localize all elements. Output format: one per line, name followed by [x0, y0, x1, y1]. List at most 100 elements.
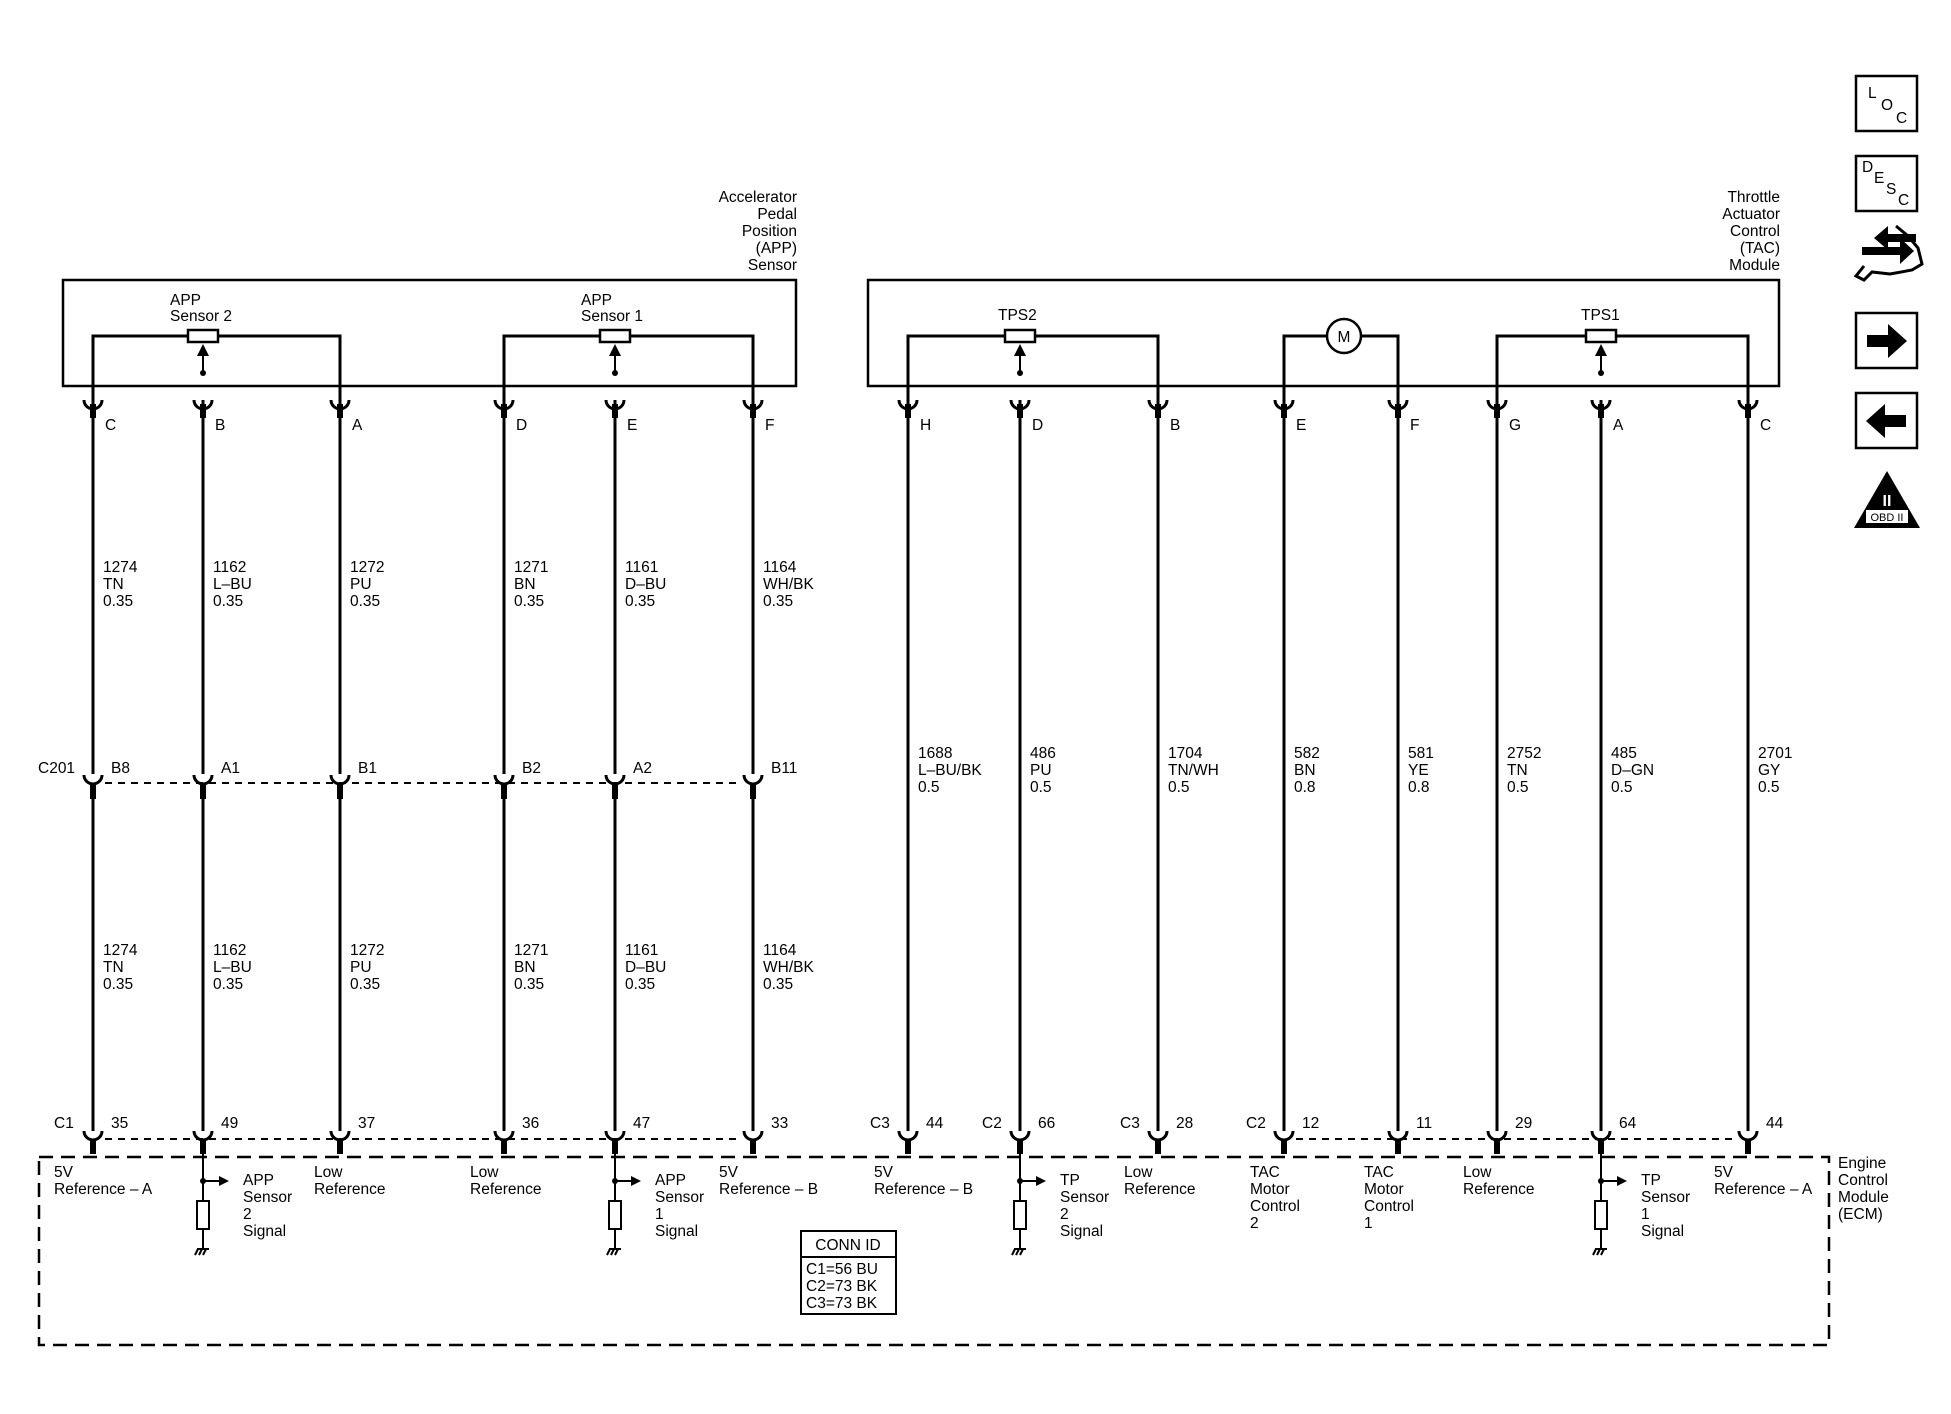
wire-spec-lower: 1272	[350, 942, 384, 959]
previous-page-icon[interactable]	[1854, 391, 1919, 450]
connector-socket	[192, 1130, 214, 1142]
ecm-function-label: Sensor	[1060, 1189, 1109, 1206]
connector-socket	[1486, 1130, 1508, 1142]
wire-spec: BN	[1294, 762, 1316, 779]
connector-socket	[192, 774, 214, 786]
svg-text:C: C	[1896, 110, 1907, 127]
connector-end-view-icon[interactable]	[1853, 224, 1924, 282]
wire-spec: YE	[1408, 762, 1429, 779]
svg-text:E: E	[1874, 170, 1884, 187]
ecm-connector-label: C2	[982, 1115, 1002, 1132]
ecm-pin-label: 29	[1515, 1115, 1532, 1132]
wire-spec: 486	[1030, 745, 1056, 762]
svg-text:Sensor 2: Sensor 2	[170, 308, 232, 325]
wire-spec-upper: BN	[514, 576, 536, 593]
ecm-pin-label: 35	[111, 1115, 128, 1132]
tps2-sensor: TPS2	[906, 307, 1160, 400]
ecm-function-label: 1	[1364, 1215, 1373, 1232]
svg-text:Module: Module	[1729, 257, 1780, 274]
connector-socket	[604, 1130, 626, 1142]
wire-spec: GY	[1758, 762, 1780, 779]
connector-socket	[742, 1130, 764, 1142]
component-pin-label: H	[920, 417, 931, 434]
wire-spec: D–GN	[1611, 762, 1654, 779]
obd2-icon[interactable]: II OBD II	[1854, 471, 1920, 528]
ecm-function-label: 2	[1060, 1206, 1069, 1223]
svg-text:Actuator: Actuator	[1722, 206, 1780, 223]
connector-socket	[1009, 1130, 1031, 1142]
connector-socket	[493, 774, 515, 786]
component-pin-label: E	[1296, 417, 1306, 434]
wire-spec-upper: 0.35	[213, 593, 243, 610]
conn-id-table: CONN ID C1=56 BU C2=73 BK C3=73 BK	[800, 1230, 897, 1315]
location-icon[interactable]: L O C	[1854, 74, 1919, 133]
wire-spec-upper: WH/BK	[763, 576, 814, 593]
ecm-function-label: TAC	[1364, 1164, 1394, 1181]
inline-pin-label: B11	[771, 760, 797, 777]
svg-text:Pedal: Pedal	[757, 206, 797, 223]
svg-text:D: D	[1862, 159, 1873, 176]
wire-spec-upper: 1161	[625, 559, 658, 576]
wire-spec-lower: D–BU	[625, 959, 666, 976]
inline-pin-label: B8	[111, 760, 130, 777]
description-icon[interactable]: D E S C	[1854, 154, 1919, 213]
ecm-function-label: 1	[655, 1206, 664, 1223]
wire-spec: 0.5	[1611, 779, 1633, 796]
ecm-function-label: APP	[655, 1172, 686, 1189]
svg-text:Accelerator: Accelerator	[719, 189, 797, 206]
ecm-function-label: 5V	[719, 1164, 739, 1181]
svg-text:(TAC): (TAC)	[1740, 240, 1780, 257]
ecm-function-label: Motor	[1364, 1181, 1404, 1198]
ecm-function-label: APP	[243, 1172, 274, 1189]
svg-text:C2=73 BK: C2=73 BK	[806, 1278, 878, 1295]
wire-spec-lower: 1161	[625, 942, 658, 959]
wire-spec: 0.5	[1507, 779, 1529, 796]
ecm-function-label: 5V	[54, 1164, 74, 1181]
inline-pin-label: B1	[358, 760, 377, 777]
next-page-icon[interactable]	[1854, 311, 1919, 370]
wire-spec: 581	[1408, 745, 1434, 762]
inline-pin-label: A1	[221, 760, 240, 777]
ecm-pin-label: 44	[926, 1115, 944, 1132]
wire-spec: 2752	[1507, 745, 1541, 762]
ecm-function-label: Low	[314, 1164, 343, 1181]
pulldown-resistor	[1013, 1200, 1027, 1230]
ecm-pin-label: 66	[1038, 1115, 1055, 1132]
ecm-function-label: 2	[1250, 1215, 1259, 1232]
wire-spec-upper: PU	[350, 576, 372, 593]
app-sensor-1: APP Sensor 1	[502, 292, 755, 400]
wire-spec: L–BU/BK	[918, 762, 982, 779]
ecm-pin-label: 33	[771, 1115, 788, 1132]
connector-socket	[329, 774, 351, 786]
wire-spec-upper: 1162	[213, 559, 246, 576]
wire-spec-upper: 0.35	[350, 593, 380, 610]
inline-pin-label: B2	[522, 760, 541, 777]
wire-spec-lower: 1271	[514, 942, 548, 959]
component-pin-label: A	[1613, 417, 1624, 434]
wire-spec-upper: 0.35	[103, 593, 133, 610]
svg-text:(APP): (APP)	[756, 240, 797, 257]
wire-spec-upper: 1272	[350, 559, 384, 576]
ecm-function-label: TAC	[1250, 1164, 1280, 1181]
inline-pin-label: A2	[633, 760, 652, 777]
wire-spec-upper: 1164	[763, 559, 797, 576]
ecm-pin-label: 11	[1416, 1115, 1432, 1132]
ecm-function-label: Low	[470, 1164, 499, 1181]
svg-text:TPS2: TPS2	[998, 307, 1037, 324]
ecm-function-label: Low	[1124, 1164, 1153, 1181]
svg-text:Module: Module	[1838, 1189, 1889, 1206]
connector-socket	[742, 774, 764, 786]
svg-text:M: M	[1338, 329, 1351, 346]
ecm-function-label: Reference	[470, 1181, 542, 1198]
component-pin-label: F	[765, 417, 774, 434]
svg-text:APP: APP	[581, 292, 612, 309]
connector-socket	[82, 1130, 104, 1142]
svg-text:O: O	[1881, 97, 1893, 114]
connector-socket	[329, 1130, 351, 1142]
